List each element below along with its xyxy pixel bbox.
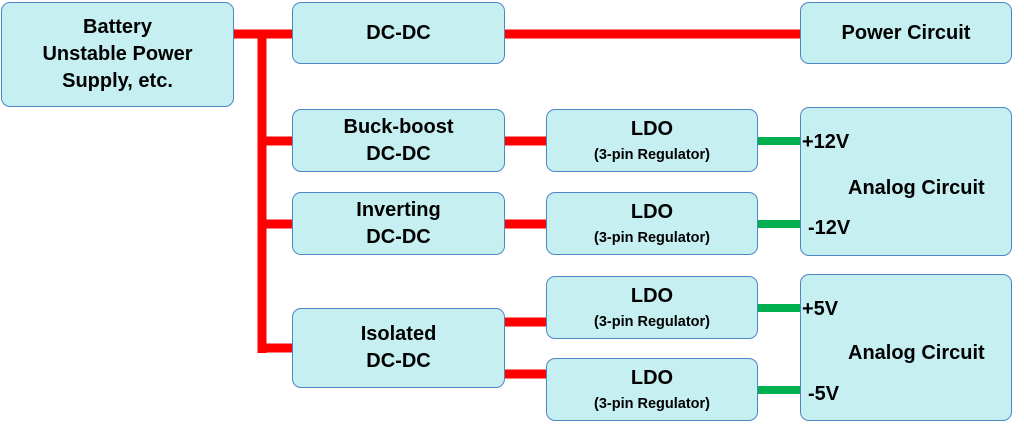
- ldo-title-3: LDO: [630, 285, 674, 307]
- dcdc-label: DC-DC: [366, 21, 431, 44]
- inverting-line-2: DC-DC: [366, 225, 431, 248]
- buck-boost-line-1: Buck-boost: [343, 115, 454, 138]
- battery-line-1: Battery: [83, 16, 152, 38]
- isolated-line-2: DC-DC: [366, 350, 431, 372]
- analog-circuit-box-2: [800, 274, 1012, 421]
- ldo-title-1: LDO: [630, 118, 674, 140]
- power-circuit-box: Power Circuit: [800, 2, 1012, 64]
- dcdc-box: DC-DC: [292, 2, 505, 64]
- ldo-subtitle-2: (3-pin Regulator): [594, 230, 710, 246]
- ldo-subtitle-4: (3-pin Regulator): [594, 396, 710, 412]
- battery-line-3: Supply, etc.: [62, 70, 173, 92]
- analog-2-minus5v-label: -5V: [808, 383, 840, 405]
- battery-line-2: Unstable Power: [42, 43, 193, 65]
- analog-1-label: Analog Circuit: [848, 177, 985, 199]
- ldo-box-2: LDO (3-pin Regulator): [546, 192, 758, 255]
- analog-2-label: Analog Circuit: [848, 342, 985, 364]
- analog-circuit-box-1: [800, 107, 1012, 256]
- isolated-line-1: Isolated: [360, 323, 437, 345]
- analog-2-plus5v-label: +5V: [802, 298, 839, 320]
- inverting-dcdc-box: Inverting DC-DC: [292, 192, 505, 255]
- isolated-dcdc-box: Isolated DC-DC: [292, 308, 505, 388]
- ldo-subtitle-3: (3-pin Regulator): [594, 314, 710, 330]
- analog-1-plus12v-label: +12V: [802, 131, 850, 153]
- buck-boost-dcdc-box: Buck-boost DC-DC: [292, 109, 505, 172]
- ldo-title-2: LDO: [630, 201, 674, 223]
- battery-box: Battery Unstable Power Supply, etc.: [1, 2, 234, 107]
- power-lines: [233, 29, 800, 379]
- ldo-subtitle-1: (3-pin Regulator): [594, 147, 710, 163]
- ldo-box-1: LDO (3-pin Regulator): [546, 109, 758, 172]
- inverting-line-1: Inverting: [356, 198, 441, 221]
- analog-1-minus12v-label: -12V: [808, 217, 851, 239]
- buck-boost-line-2: DC-DC: [366, 142, 431, 165]
- ldo-title-4: LDO: [630, 367, 674, 389]
- output-lines: [758, 137, 800, 394]
- ldo-box-3: LDO (3-pin Regulator): [546, 276, 758, 339]
- power-circuit-label: Power Circuit: [841, 21, 971, 44]
- ldo-box-4: LDO (3-pin Regulator): [546, 358, 758, 421]
